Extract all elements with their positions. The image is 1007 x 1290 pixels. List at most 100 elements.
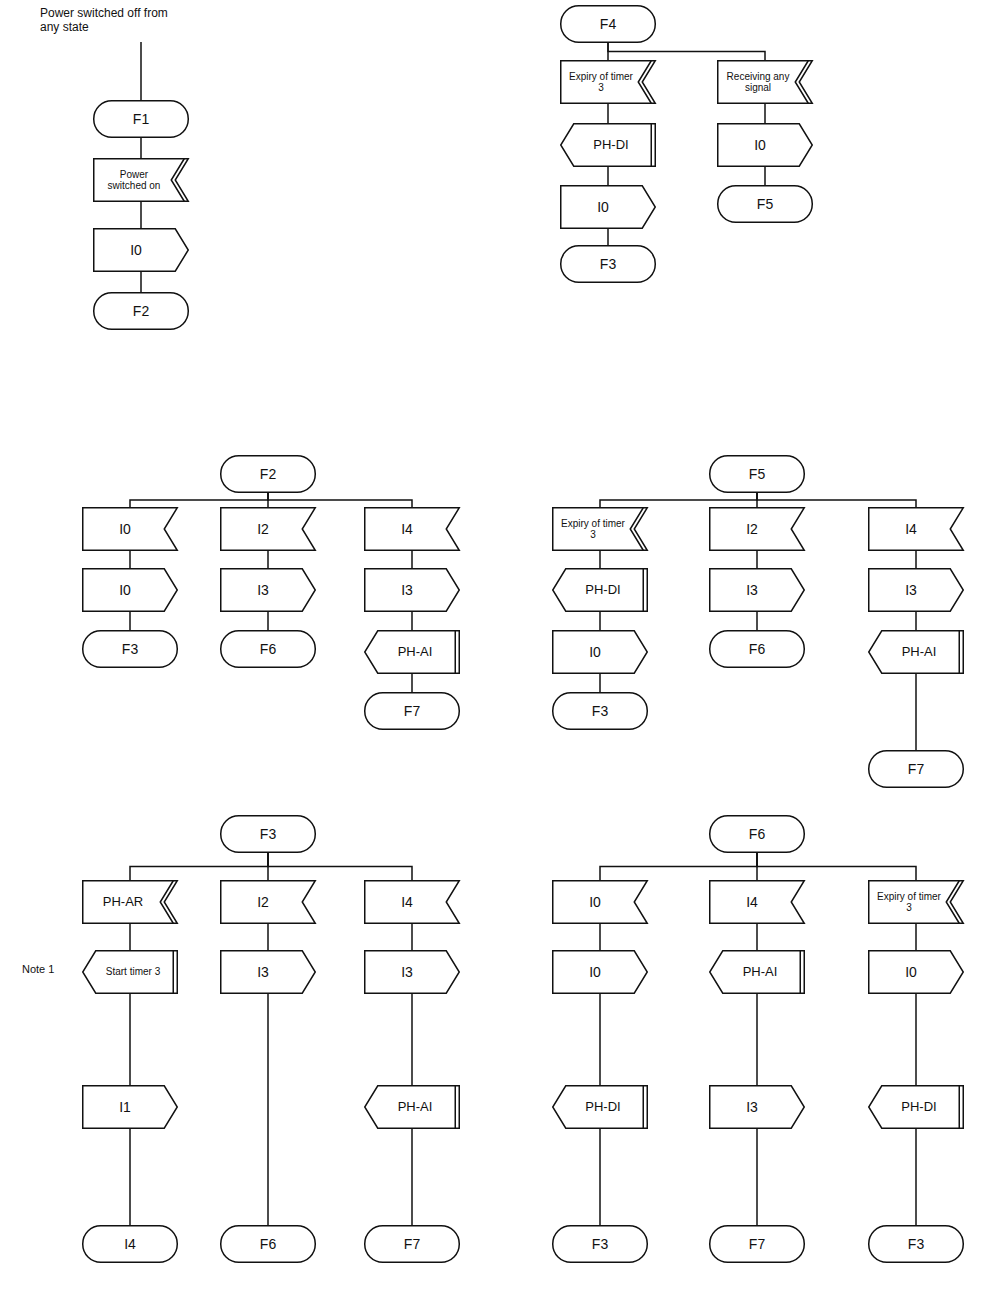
node-text: I4 — [401, 521, 413, 537]
flow-line — [916, 551, 917, 568]
state-symbol: F1 — [93, 100, 189, 138]
outline-stroke — [553, 569, 648, 612]
flow-line-path — [915, 551, 917, 568]
node-text: F2 — [260, 466, 276, 482]
output-signal: I0 — [93, 228, 189, 272]
flow-line — [608, 104, 609, 123]
outline-stroke — [869, 751, 964, 788]
node-text: I3 — [257, 964, 269, 980]
state-symbol: F3 — [220, 815, 316, 853]
lower-layer-signal: PH-DI — [552, 568, 648, 612]
flow-line-path — [757, 853, 916, 880]
outline-stroke — [800, 951, 802, 994]
lower-layer-signal: PH-AI — [868, 630, 964, 674]
flow-line-path — [608, 43, 765, 60]
outline-stroke — [710, 881, 805, 924]
flow-line-path — [607, 104, 609, 123]
outline-stroke — [83, 1086, 178, 1129]
output-signal: I3 — [709, 568, 805, 612]
flow-line-path — [599, 612, 601, 630]
flow-line — [412, 994, 413, 1085]
node-text: PH-AI — [902, 645, 937, 660]
output-signal: I0 — [868, 950, 964, 994]
output-signal: I0 — [82, 568, 178, 612]
flow-line — [130, 612, 131, 630]
node-text: I3 — [401, 964, 413, 980]
state-symbol: F6 — [220, 1225, 316, 1263]
node-text: F3 — [260, 826, 276, 842]
state-symbol: F7 — [709, 1225, 805, 1263]
node-text: I0 — [130, 242, 142, 258]
lower-layer-signal: PH-DI — [552, 1085, 648, 1129]
flow-line — [268, 924, 269, 950]
node-text: PH-DI — [593, 138, 628, 153]
entry-note: Power switched off from any state — [40, 6, 190, 35]
node-text: F3 — [592, 1236, 608, 1252]
node-text: I0 — [905, 964, 917, 980]
state-symbol: F3 — [82, 630, 178, 668]
flow-line-path — [129, 924, 131, 950]
lower-layer-signal: PH-AI — [709, 950, 805, 994]
outline-stroke — [710, 456, 805, 493]
node-text: I3 — [746, 582, 758, 598]
flow-line-path — [599, 551, 601, 568]
flow-line — [412, 924, 413, 950]
flow-line-path — [268, 853, 412, 880]
outline-stroke — [94, 101, 189, 138]
state-symbol: F3 — [552, 1225, 648, 1263]
input-signal: I2 — [220, 880, 316, 924]
outline-stroke — [221, 508, 316, 551]
output-signal: I0 — [560, 185, 656, 229]
flow-line-path — [140, 272, 142, 292]
symbol-outline — [560, 60, 656, 104]
flow-line-path — [267, 924, 269, 950]
outline-stroke — [553, 881, 648, 924]
node-text: I0 — [754, 137, 766, 153]
node-text: F6 — [749, 641, 765, 657]
node-text: F3 — [908, 1236, 924, 1252]
flow-line — [412, 674, 413, 692]
flow-line-path — [411, 612, 413, 630]
flow-line — [757, 994, 758, 1085]
lower-layer-signal: PH-DI — [560, 123, 656, 167]
outline-stroke — [221, 816, 316, 853]
output-signal: I3 — [364, 950, 460, 994]
node-text: F2 — [133, 303, 149, 319]
outline-stroke — [221, 631, 316, 668]
flow-line-path — [757, 493, 916, 507]
outline-stroke — [221, 569, 316, 612]
outline-stroke — [869, 508, 964, 551]
outline-stroke — [959, 631, 961, 674]
flow-line — [130, 1129, 131, 1225]
flow-line-path — [756, 994, 758, 1085]
outline-stroke — [630, 508, 643, 551]
node-text: I0 — [119, 521, 131, 537]
outline-stroke — [643, 1086, 645, 1129]
flow-line-path — [411, 674, 413, 692]
outline-stroke — [94, 293, 189, 330]
flow-line-path — [130, 853, 268, 880]
node-text: I3 — [401, 582, 413, 598]
symbol-outline — [552, 507, 648, 551]
input-signal: Power switched on — [93, 158, 189, 202]
flow-line — [130, 994, 131, 1085]
flow-line — [268, 551, 269, 568]
flow-line — [608, 229, 609, 245]
flow-line-path — [267, 551, 269, 568]
flow-line — [141, 202, 142, 228]
node-text: I4 — [401, 894, 413, 910]
flow-line-path — [756, 551, 758, 568]
flow-line — [600, 994, 601, 1085]
node-text: I0 — [589, 644, 601, 660]
flow-line-path — [267, 612, 269, 630]
outline-stroke — [561, 186, 656, 229]
flow-line-path — [915, 1129, 917, 1225]
flow-line — [765, 167, 766, 185]
state-symbol: F6 — [709, 630, 805, 668]
node-text: F7 — [749, 1236, 765, 1252]
node-text: Expiry of timer 3 — [558, 518, 628, 541]
state-symbol: F6 — [709, 815, 805, 853]
outline-stroke — [869, 1226, 964, 1263]
outline-stroke — [160, 881, 173, 924]
